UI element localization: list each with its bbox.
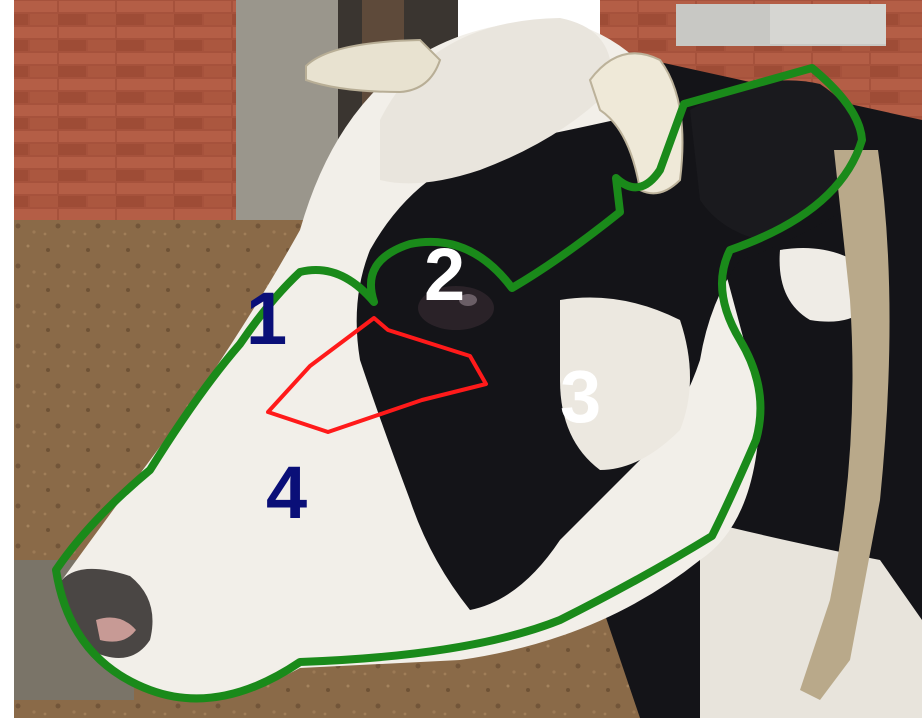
region-label-1: 1 <box>246 277 288 360</box>
metal-roof-sheet-2 <box>770 4 886 44</box>
red-outline-region <box>266 316 488 434</box>
right-horn <box>588 52 684 195</box>
cheek-white-area <box>560 297 690 470</box>
cow-nostril <box>96 617 136 642</box>
image-border <box>0 0 14 718</box>
left-horn <box>305 38 442 94</box>
region-label-2: 2 <box>424 233 466 316</box>
region-label-4: 4 <box>266 451 308 534</box>
green-outline-head <box>52 64 866 703</box>
region-label-3: 3 <box>560 355 602 438</box>
collar-strap <box>800 150 890 700</box>
cow-eye-highlight <box>459 294 477 306</box>
